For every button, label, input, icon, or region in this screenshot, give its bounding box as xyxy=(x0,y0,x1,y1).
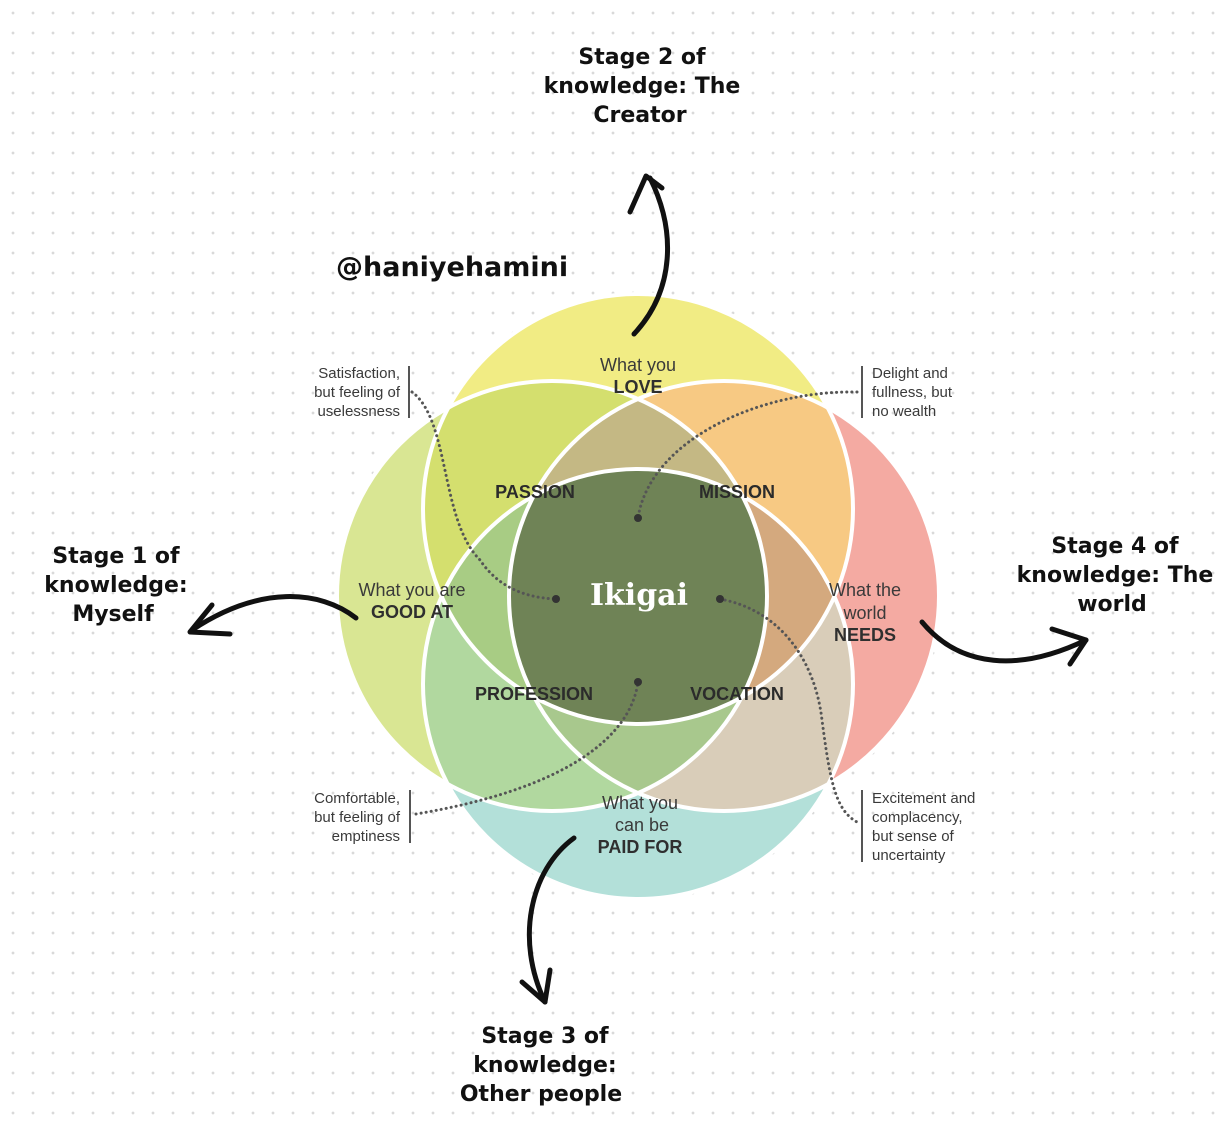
good-at-label-1: What you are xyxy=(358,580,465,600)
passion-note: Satisfaction, but feeling of uselessness xyxy=(314,365,410,420)
stage-3-label: Stage 3 of knowledge: Other people xyxy=(460,1024,622,1107)
svg-text:knowledge: The: knowledge: The xyxy=(1017,563,1214,588)
svg-text:Satisfaction,: Satisfaction, xyxy=(318,365,400,382)
svg-text:Stage 2 of: Stage 2 of xyxy=(578,45,706,70)
mission-note: Delight and fullness, but no wealth xyxy=(861,365,953,420)
svg-text:uncertainty: uncertainty xyxy=(872,847,946,864)
svg-text:Stage 4 of: Stage 4 of xyxy=(1051,534,1179,559)
mission-label: MISSION xyxy=(699,482,775,502)
paid-for-label-2: can be xyxy=(615,815,669,835)
good-at-label-2: GOOD AT xyxy=(371,602,453,622)
svg-text:but feeling of: but feeling of xyxy=(314,384,401,401)
paid-for-label-3: PAID FOR xyxy=(598,837,683,857)
svg-text:Excitement and: Excitement and xyxy=(872,790,975,807)
svg-text:Myself: Myself xyxy=(72,602,154,627)
needs-label-3: NEEDS xyxy=(834,625,896,645)
svg-text:no wealth: no wealth xyxy=(872,403,936,420)
needs-label-1: What the xyxy=(829,580,901,600)
region-ikigai xyxy=(509,469,767,724)
svg-text:Stage 1 of: Stage 1 of xyxy=(52,544,180,569)
ikigai-label: Ikigai xyxy=(590,578,688,613)
vocation-label: VOCATION xyxy=(690,684,784,704)
svg-text:complacency,: complacency, xyxy=(872,809,963,826)
stage-1-label: Stage 1 of knowledge: Myself xyxy=(44,544,187,627)
svg-text:but sense of: but sense of xyxy=(872,828,955,845)
svg-text:Creator: Creator xyxy=(593,103,686,128)
svg-text:knowledge:: knowledge: xyxy=(473,1053,616,1078)
stage-2-label: Stage 2 of knowledge: The Creator xyxy=(544,45,741,128)
svg-text:knowledge:: knowledge: xyxy=(44,573,187,598)
arrow-stage-4 xyxy=(919,619,1089,667)
love-label-2: LOVE xyxy=(613,377,662,397)
paid-for-label-1: What you xyxy=(602,793,678,813)
arrow-stage-3 xyxy=(519,835,577,1005)
svg-text:Delight and: Delight and xyxy=(872,365,948,382)
svg-text:fullness, but: fullness, but xyxy=(872,384,953,401)
vocation-note: Excitement and complacency, but sense of… xyxy=(861,790,975,864)
profession-note: Comfortable, but feeling of emptiness xyxy=(314,790,411,845)
stage-4-label: Stage 4 of knowledge: The world xyxy=(1017,534,1214,617)
svg-text:world: world xyxy=(1077,592,1147,617)
arrow-stage-1 xyxy=(187,594,359,637)
passion-label: PASSION xyxy=(495,482,575,502)
needs-label-2: world xyxy=(842,603,886,623)
svg-text:Stage 3 of: Stage 3 of xyxy=(481,1024,609,1049)
love-label-1: What you xyxy=(600,355,676,375)
svg-text:but feeling of: but feeling of xyxy=(314,809,401,826)
svg-text:Comfortable,: Comfortable, xyxy=(314,790,400,807)
svg-text:Other people: Other people xyxy=(460,1082,622,1107)
profession-label: PROFESSION xyxy=(475,684,593,704)
svg-text:knowledge: The: knowledge: The xyxy=(544,74,741,99)
svg-text:uselessness: uselessness xyxy=(317,403,400,420)
leader-lines xyxy=(410,390,859,824)
svg-text:emptiness: emptiness xyxy=(332,828,400,845)
arrow-stage-2 xyxy=(627,173,671,337)
author-handle: @haniyehamini xyxy=(336,252,568,283)
